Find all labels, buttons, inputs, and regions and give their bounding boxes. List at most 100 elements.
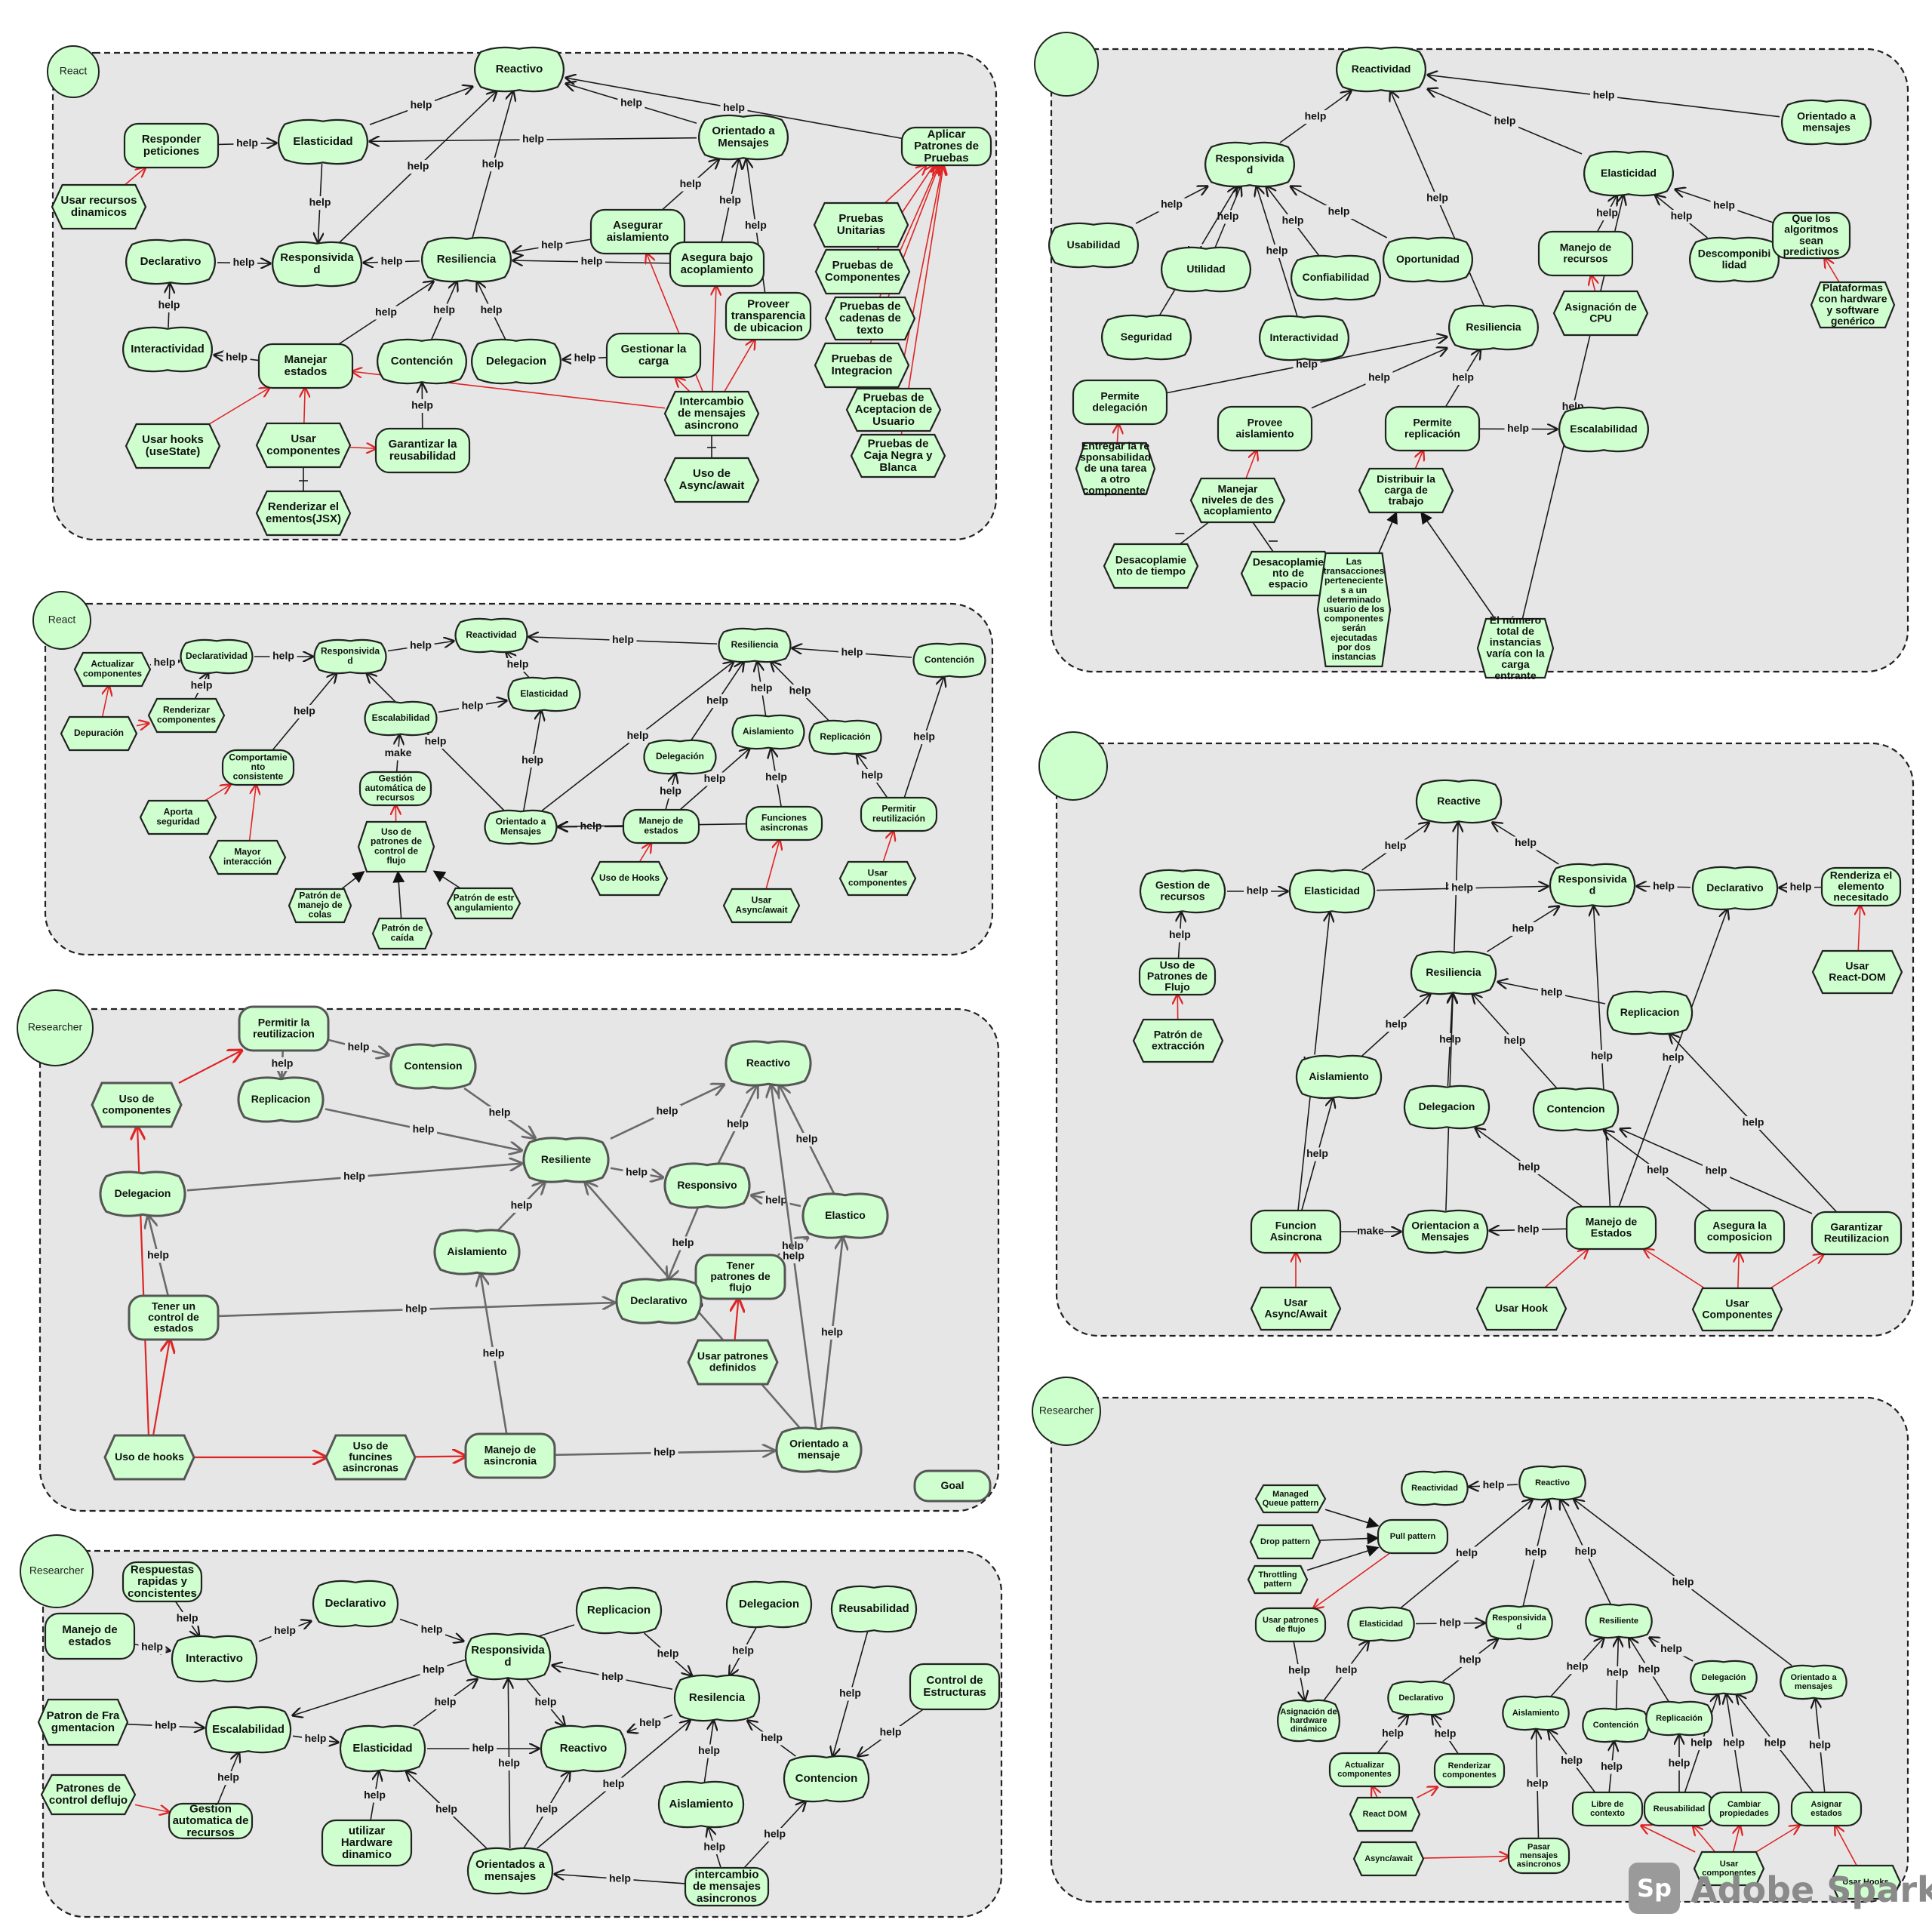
goal-node-g13[interactable]: Elasticidad (339, 1724, 426, 1773)
goal-node-c3[interactable]: Contención (912, 642, 986, 678)
goal-node-b20[interactable]: Escalabilidad (1558, 406, 1649, 453)
task-node-f21[interactable]: Reusabilidad (1643, 1791, 1715, 1827)
goal-node-d3[interactable]: Elasticidad (1288, 869, 1376, 914)
goal-node-b5[interactable]: Usabilidad (1048, 222, 1139, 269)
goal-node-f8[interactable]: Elasticidad (1347, 1606, 1415, 1642)
goal-node-f15[interactable]: Aislamiento (1502, 1695, 1570, 1731)
goal-node-c7[interactable]: Elasticidad (507, 676, 581, 712)
goal-node-g4[interactable]: Delegacion (725, 1580, 813, 1629)
goal-node-b12[interactable]: Seguridad (1101, 314, 1192, 361)
actor-circle-6[interactable] (1032, 1377, 1101, 1446)
goal-node-g7[interactable]: Interactivo (171, 1635, 258, 1683)
goal-node-e6[interactable]: Resiliente (522, 1137, 610, 1183)
hex-node-f24[interactable]: React DOM (1349, 1796, 1421, 1832)
task-node-e19[interactable]: Goal (913, 1469, 992, 1503)
actor-circle-1[interactable] (47, 45, 100, 98)
actor-circle-2[interactable] (1034, 32, 1099, 97)
goal-node-b1[interactable]: Reactividad (1336, 46, 1426, 93)
goal-node-e9[interactable]: Elastico (801, 1192, 889, 1239)
goal-node-f12[interactable]: Delegación (1690, 1660, 1758, 1696)
goal-node-c13[interactable]: Delegación (643, 739, 717, 775)
goal-node-f1[interactable]: Reactividad (1401, 1470, 1469, 1506)
goal-node-b14[interactable]: Resiliencia (1448, 304, 1539, 351)
goal-node-f17[interactable]: Replicación (1645, 1700, 1713, 1737)
goal-node-b4[interactable]: Elasticidad (1583, 150, 1674, 197)
actor-circle-4[interactable] (1038, 731, 1108, 801)
goal-node-f2[interactable]: Reactivo (1518, 1465, 1586, 1501)
goal-node-g10[interactable]: Resilencia (673, 1674, 761, 1722)
goal-node-a3[interactable]: Elasticidad (278, 118, 368, 165)
goal-node-c5[interactable]: Declaratividad (180, 638, 254, 675)
task-node-f4[interactable]: Pull pattern (1377, 1518, 1449, 1555)
goal-node-e5[interactable]: Replicacion (237, 1076, 325, 1123)
hex-node-d21[interactable]: Usar Hook (1475, 1286, 1567, 1331)
goal-node-d10[interactable]: Replicacion (1606, 990, 1694, 1035)
goal-node-e13[interactable]: Declarativo (615, 1278, 703, 1324)
goal-node-g14[interactable]: Reactivo (540, 1724, 627, 1773)
goal-node-c14[interactable]: Aislamiento (731, 714, 805, 750)
goal-node-d12[interactable]: Aislamiento (1295, 1054, 1383, 1100)
goal-node-e8[interactable]: Responsivo (663, 1162, 751, 1209)
goal-node-d1[interactable]: Reactive (1415, 779, 1503, 824)
goal-node-f16[interactable]: Contención (1582, 1707, 1650, 1743)
